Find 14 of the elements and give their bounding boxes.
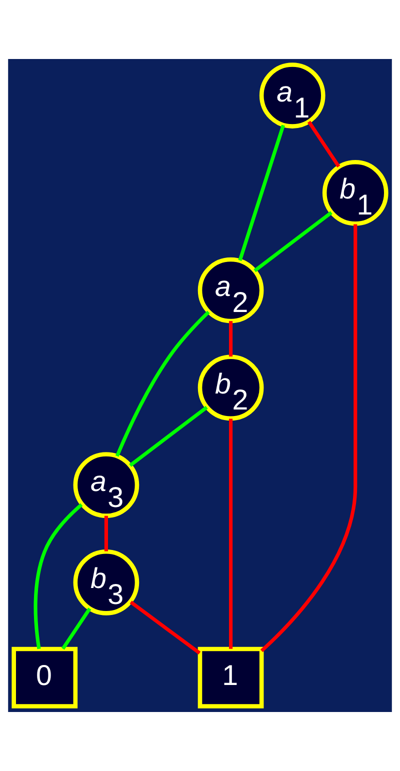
node-box: 0 [12,646,78,708]
connector [254,211,332,272]
node-box: 1 [198,646,264,708]
connector [130,600,201,654]
connector [307,120,340,168]
connector [229,418,233,649]
connector [260,224,358,652]
connector [115,310,210,457]
connector [34,503,83,650]
connector [104,516,108,552]
connector [129,406,208,467]
connector [229,321,233,357]
connector [61,608,92,650]
connector [238,124,285,261]
